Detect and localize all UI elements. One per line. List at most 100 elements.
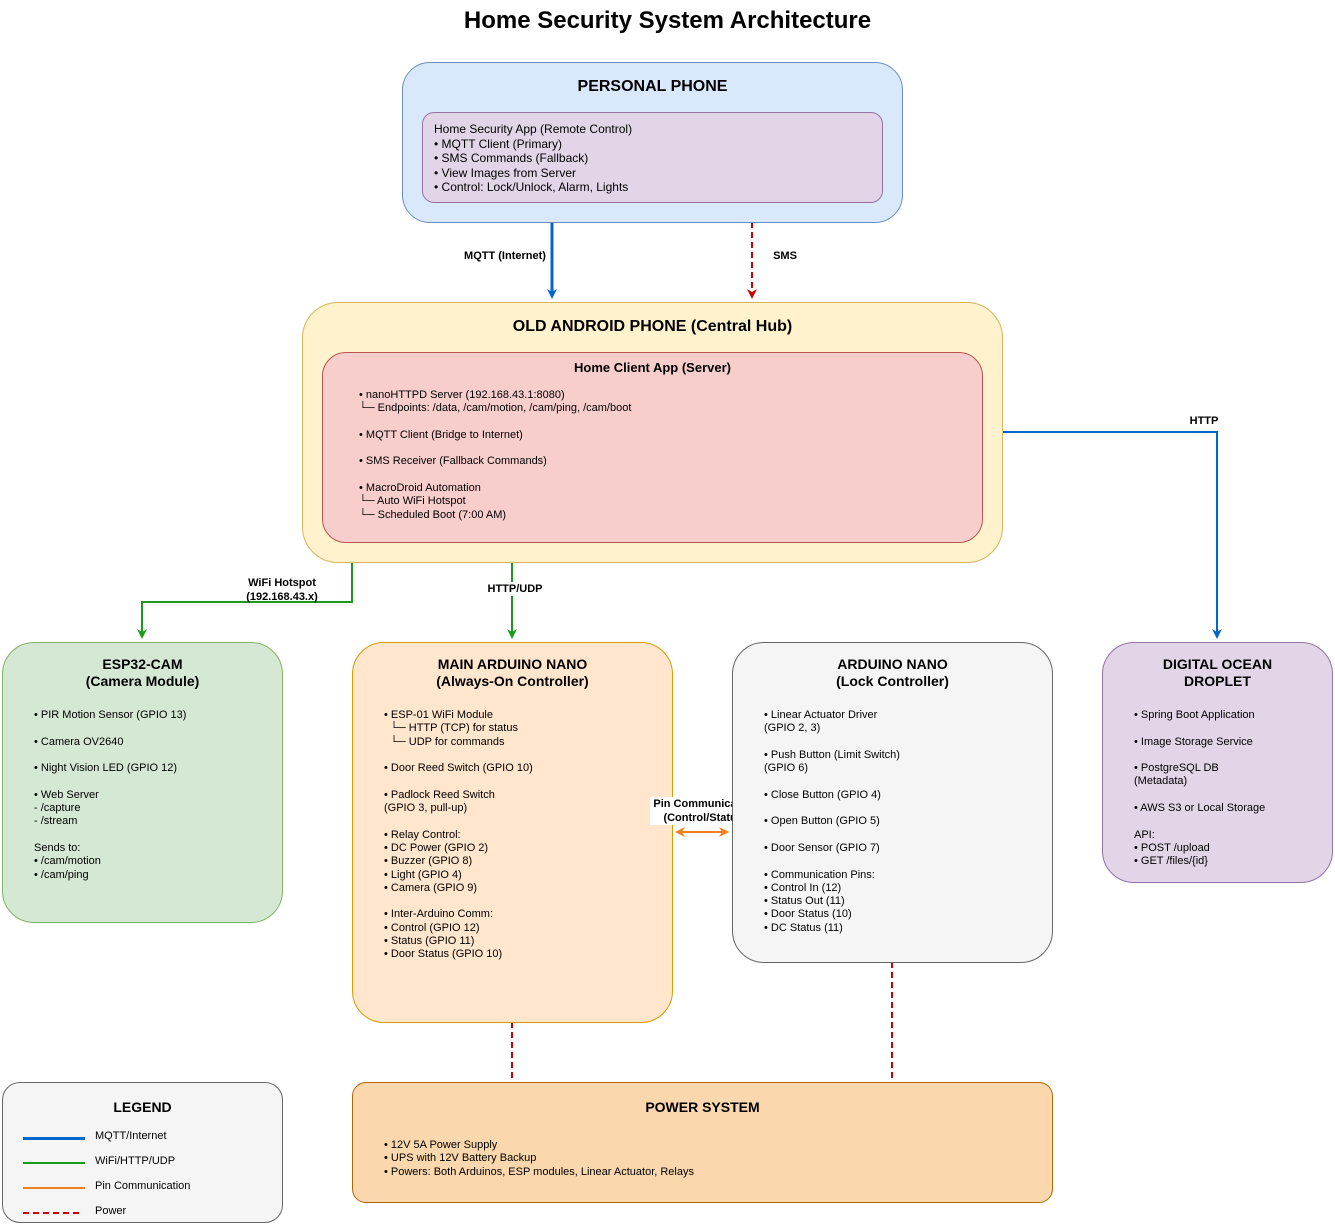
- text-line: • Push Button (Limit Switch): [764, 748, 900, 761]
- http-connector: [1002, 431, 1222, 639]
- lock-arduino-nano-title: ARDUINO NANO (Lock Controller): [836, 656, 949, 689]
- text-line: • UPS with 12V Battery Backup: [384, 1152, 537, 1165]
- text-line: • Inter-Arduino Comm:: [384, 908, 493, 921]
- text-line: [764, 802, 900, 815]
- text-line: • GET /files/{id}: [1134, 855, 1208, 868]
- text-line: • Camera OV2640: [34, 735, 124, 748]
- home-client-app-title: Home Client App (Server): [574, 360, 731, 375]
- digital-ocean-droplet-box: DIGITAL OCEAN DROPLET • Spring Boot Appl…: [1102, 642, 1333, 883]
- text-line: (GPIO 3, pull-up): [384, 802, 468, 815]
- text-line: [359, 442, 631, 455]
- esp32-cam-lines: • PIR Motion Sensor (GPIO 13)• Camera OV…: [34, 709, 186, 882]
- text-line: • Light (GPIO 4): [384, 868, 462, 881]
- text-line: [1134, 749, 1265, 762]
- text-line: Sends to:: [34, 841, 81, 854]
- text-line: • Image Storage Service: [1134, 735, 1253, 748]
- text-line: Home Security App (Remote Control): [434, 122, 633, 136]
- text-line: • SMS Commands (Fallback): [434, 151, 589, 165]
- home-client-app-box: Home Client App (Server) • nanoHTTPD Ser…: [322, 352, 983, 543]
- text-line: └─ Scheduled Boot (7:00 AM): [359, 508, 507, 521]
- wifi-hotspot-edge-label: WiFi Hotspot (192.168.43.x): [246, 577, 318, 603]
- text-line: • POST /upload: [1134, 841, 1210, 854]
- text-line: • AWS S3 or Local Storage: [1134, 802, 1266, 815]
- text-line: └─ Endpoints: /data, /cam/motion, /cam/p…: [359, 402, 632, 415]
- main-arduino-nano-box: MAIN ARDUINO NANO (Always-On Controller)…: [352, 642, 673, 1023]
- text-line: • SMS Receiver (Fallback Commands): [359, 455, 547, 468]
- text-line: [384, 815, 533, 828]
- central-hub-title: OLD ANDROID PHONE (Central Hub): [512, 318, 793, 335]
- text-line: [34, 829, 186, 842]
- text-line: [764, 829, 900, 842]
- legend-label: Pin Communication: [95, 1180, 191, 1192]
- wifi-hotspot-connector: [137, 562, 353, 639]
- text-line: • Open Button (GPIO 5): [764, 815, 880, 828]
- mqtt-edge-label: MQTT (Internet): [464, 250, 546, 262]
- text-line: - /capture: [34, 802, 81, 815]
- text-line: └─ HTTP (TCP) for status: [384, 722, 518, 735]
- main-arduino-nano-lines: • ESP-01 WiFi Module └─ HTTP (TCP) for s…: [384, 709, 533, 962]
- esp32-cam-box: ESP32-CAM (Camera Module) • PIR Motion S…: [2, 642, 283, 923]
- legend-swatch: [23, 1187, 85, 1189]
- legend-swatch: [23, 1212, 79, 1214]
- text-line: [359, 416, 631, 429]
- legend-swatch: [23, 1162, 85, 1164]
- lock-arduino-nano-lines: • Linear Actuator Driver(GPIO 2, 3)• Pus…: [764, 709, 900, 935]
- text-line: [764, 775, 900, 788]
- legend-swatch: [23, 1137, 85, 1140]
- text-line: [384, 895, 533, 908]
- power-system-title: POWER SYSTEM: [645, 1099, 760, 1115]
- digital-ocean-droplet-title: DIGITAL OCEAN DROPLET: [1162, 656, 1273, 689]
- text-line: • Night Vision LED (GPIO 12): [34, 762, 178, 775]
- text-line: • Door Sensor (GPIO 7): [764, 841, 880, 854]
- main-arduino-nano-title: MAIN ARDUINO NANO (Always-On Controller): [436, 656, 589, 689]
- remote-app-lines: Home Security App (Remote Control)• MQTT…: [434, 122, 632, 195]
- text-line: • Door Reed Switch (GPIO 10): [384, 762, 533, 775]
- http-edge-label: HTTP: [1189, 415, 1219, 427]
- text-line: • /cam/motion: [34, 855, 101, 868]
- legend-label: WiFi/HTTP/UDP: [95, 1155, 176, 1167]
- legend-label: Power: [95, 1205, 127, 1217]
- text-line: [1134, 815, 1265, 828]
- text-line: [384, 749, 533, 762]
- text-line: • MQTT Client (Primary): [434, 136, 562, 151]
- text-line: • MacroDroid Automation: [359, 482, 481, 495]
- text-line: • nanoHTTPD Server (192.168.43.1:8080): [359, 389, 565, 401]
- text-line: • Buzzer (GPIO 8): [384, 855, 473, 868]
- digital-ocean-droplet-lines: • Spring Boot Application • Image Storage…: [1134, 709, 1265, 869]
- home-client-app-lines: • nanoHTTPD Server (192.168.43.1:8080)└─…: [359, 389, 631, 522]
- text-line: • DC Status (11): [764, 921, 843, 934]
- text-line: • Relay Control:: [384, 828, 461, 841]
- legend-label: MQTT/Internet: [95, 1130, 167, 1142]
- power-system-lines: • 12V 5A Power Supply• UPS with 12V Batt…: [384, 1139, 694, 1179]
- lock-arduino-nano-box: ARDUINO NANO (Lock Controller) • Linear …: [732, 642, 1053, 963]
- text-line: [34, 775, 186, 788]
- text-line: • Web Server: [34, 788, 99, 801]
- text-line: • Powers: Both Arduinos, ESP modules, Li…: [384, 1165, 694, 1178]
- personal-phone-box: PERSONAL PHONE Home Security App (Remote…: [402, 62, 903, 223]
- text-line: • Status Out (11): [764, 895, 845, 908]
- text-line: [359, 469, 631, 482]
- text-line: • MQTT Client (Bridge to Internet): [359, 428, 523, 441]
- text-line: • Door Status (GPIO 10): [384, 948, 503, 961]
- text-line: • /cam/ping: [34, 868, 89, 881]
- text-line: • Camera (GPIO 9): [384, 881, 478, 894]
- text-line: • Control: Lock/Unlock, Alarm, Lights: [434, 180, 629, 194]
- text-line: (GPIO 6): [764, 762, 809, 775]
- text-line: • Spring Boot Application: [1134, 709, 1255, 721]
- power-system-box: POWER SYSTEM • 12V 5A Power Supply• UPS …: [352, 1082, 1053, 1203]
- legend-title: LEGEND: [113, 1099, 172, 1115]
- text-line: • Door Status (10): [764, 908, 852, 921]
- text-line: └─ Auto WiFi Hotspot: [359, 495, 466, 508]
- text-line: • View Images from Server: [434, 165, 577, 180]
- text-line: • Communication Pins:: [764, 868, 875, 881]
- text-line: - /stream: [34, 815, 78, 828]
- text-line: • Status (GPIO 11): [384, 935, 475, 948]
- text-line: [34, 749, 186, 762]
- text-line: • DC Power (GPIO 2): [384, 841, 489, 854]
- legend-box: LEGEND MQTT/Internet WiFi/HTTP/UDP Pin C…: [2, 1082, 283, 1223]
- text-line: • Control In (12): [764, 881, 842, 894]
- text-line: (Metadata): [1134, 775, 1188, 788]
- text-line: • Close Button (GPIO 4): [764, 788, 881, 801]
